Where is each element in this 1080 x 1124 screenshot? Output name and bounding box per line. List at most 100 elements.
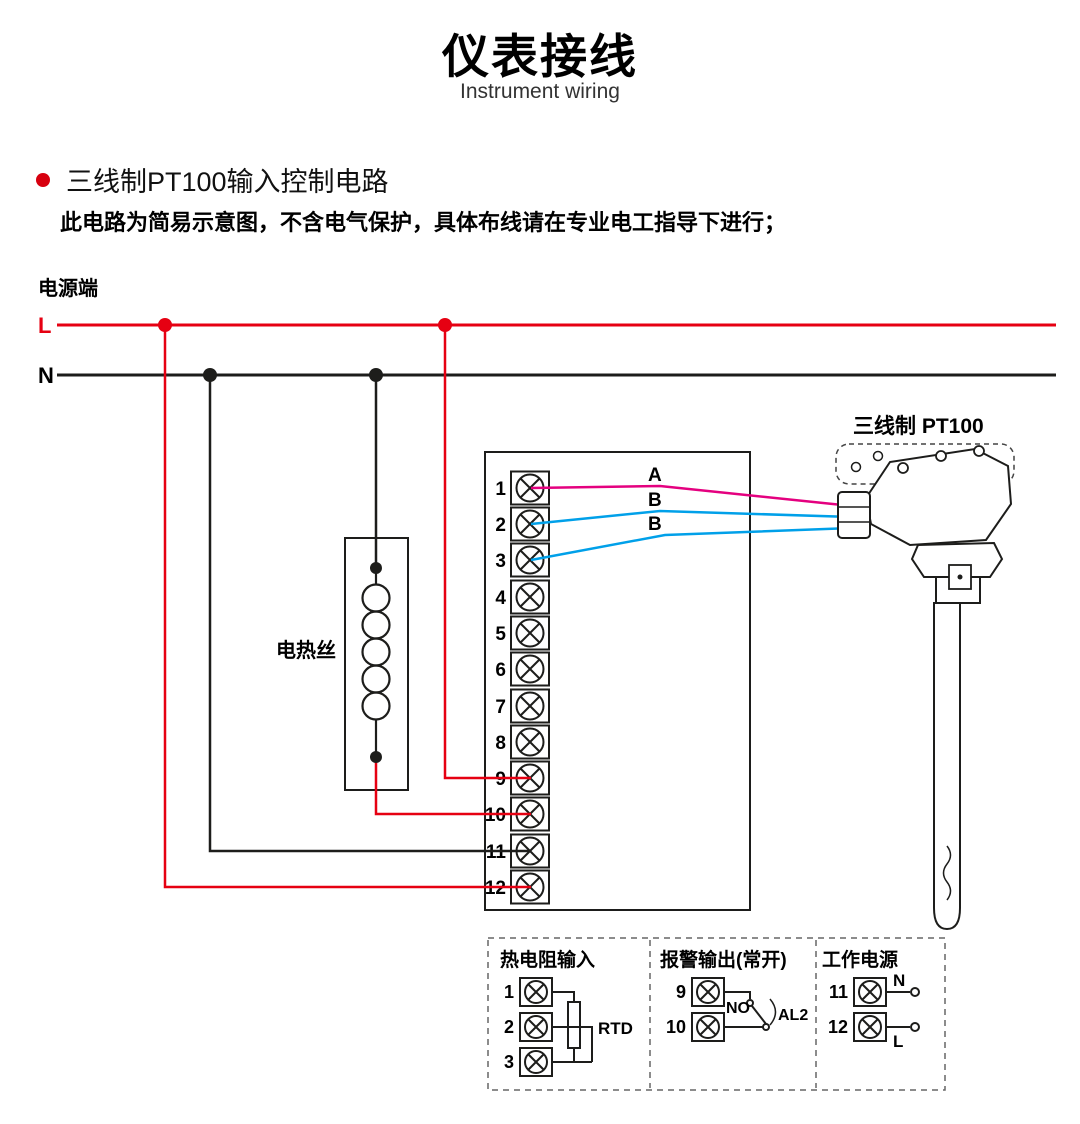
terminal-screw-icon: [853, 1012, 887, 1042]
open-terminal: [910, 987, 920, 997]
terminal-number: 12: [485, 878, 506, 899]
section-note: 此电路为简易示意图，不含电气保护，具体布线请在专业电工指导下进行；: [60, 210, 787, 235]
pt100-sensor: 三线制 PT100: [835, 414, 1015, 931]
section-title: 三线制PT100输入控制电路: [66, 167, 389, 197]
sensor-hex-nut: [910, 541, 1004, 578]
wire-l-to-terminal9: [443, 325, 531, 780]
wire-heater-to-terminal10: [374, 757, 531, 816]
terminal-screw-icon: [519, 977, 553, 1007]
terminal-number: 10: [666, 1017, 686, 1037]
junction-dots: [158, 318, 452, 763]
power-source-label: 电源端: [38, 277, 98, 300]
switch-contact: [746, 999, 754, 1007]
terminal-number: 11: [486, 842, 507, 863]
legend-alarm-title: 报警输出(常开): [660, 948, 787, 971]
alarm-wire-9: [724, 991, 751, 999]
terminal-number: 3: [504, 1052, 514, 1072]
n-label: N: [893, 971, 905, 990]
switch-contact: [762, 1023, 770, 1031]
terminal-screw-icon: [510, 724, 550, 760]
terminal-number: 9: [676, 982, 686, 1002]
l-label: L: [893, 1032, 903, 1051]
terminal-row: 11: [486, 833, 550, 869]
page-title: 仪表接线: [442, 30, 638, 83]
terminal-number: 2: [495, 515, 506, 536]
rtd-label: RTD: [598, 1019, 633, 1038]
al2-brace: [769, 998, 777, 1026]
sensor-cap-screw-icon: [872, 450, 884, 462]
terminal-row: 10: [485, 796, 550, 832]
switch-arm: [751, 1005, 767, 1025]
al2-label: AL2: [778, 1007, 808, 1024]
legend-working-power: 工作电源 11 12 N L: [822, 948, 920, 1051]
terminal-row: 2: [495, 506, 550, 542]
terminal-row: 5: [495, 615, 550, 651]
legend: 热电阻输入 1 2 3 RTD 报警输出(常开) 9 10: [487, 937, 946, 1091]
terminal-number: 1: [504, 982, 514, 1002]
rtd-resistor: [567, 1001, 581, 1049]
terminal-number: 9: [495, 769, 506, 790]
heater-label: 电热丝: [276, 638, 336, 662]
wire-n-to-terminal11: [208, 375, 531, 853]
sensor-wire-b2: [530, 526, 853, 562]
sensor-probe: [933, 602, 961, 931]
sensor-head-screw-icon: [973, 445, 985, 457]
terminal-row: 12: [485, 869, 550, 905]
sensor-head-screw-icon: [935, 450, 947, 462]
terminal-screw-icon: [691, 977, 725, 1007]
terminal-number: 5: [495, 624, 506, 645]
terminal-number: 12: [828, 1017, 848, 1037]
terminal-screw-icon: [691, 1012, 725, 1042]
open-terminal: [910, 1022, 920, 1032]
junction-dot-neutral: [203, 368, 217, 382]
terminal-number: 3: [495, 551, 506, 572]
sensor-label: 三线制 PT100: [853, 414, 984, 438]
sensor-cap-screw-icon: [850, 461, 862, 473]
line-l-label: L: [38, 313, 51, 338]
sensor-cable-gland: [837, 491, 871, 539]
wire-b1-label: B: [648, 490, 662, 511]
connection-wires: [163, 325, 853, 889]
section-heading: 三线制PT100输入控制电路: [36, 160, 389, 199]
terminal-number: 1: [495, 479, 506, 500]
rtd-wire-1: [552, 991, 575, 1002]
sensor-wire-b1: [530, 509, 853, 526]
terminal-screw-icon: [853, 977, 887, 1007]
legend-box: [487, 937, 946, 1091]
wire-a-label: A: [648, 465, 662, 486]
terminal-screw-icon: [510, 688, 550, 724]
terminal-row: 6: [495, 651, 550, 687]
no-label: NO: [726, 1000, 750, 1017]
sensor-wire-a: [530, 484, 853, 508]
heater-terminal-dot: [370, 751, 382, 763]
sensor-head: [864, 447, 1013, 547]
terminal-row: 1: [495, 470, 550, 506]
terminal-number: 11: [829, 982, 848, 1002]
terminal-screw-icon: [519, 1012, 553, 1042]
terminal-screw-icon: [519, 1047, 553, 1077]
junction-dot-live: [438, 318, 452, 332]
terminal-number: 2: [504, 1017, 514, 1037]
line-n-label: N: [38, 363, 54, 388]
sensor-fitting-dot: [957, 574, 963, 580]
terminal-row: 4: [495, 579, 550, 615]
sensor-head-screw-icon: [897, 462, 909, 474]
bullet-icon: [36, 172, 50, 187]
terminal-screw-icon: [510, 615, 550, 651]
terminal-number: 8: [495, 733, 506, 754]
terminal-strip: 1 2 3 4 5 6 7: [485, 470, 550, 905]
junction-dot-live: [158, 318, 172, 332]
page-subtitle: Instrument wiring: [460, 80, 620, 103]
terminal-screw-icon: [510, 542, 550, 578]
terminal-screw-icon: [510, 579, 550, 615]
legend-rtd-input: 热电阻输入 1 2 3 RTD: [500, 948, 633, 1077]
heater: 电热丝: [276, 537, 409, 791]
terminal-number: 6: [495, 660, 506, 681]
rtd-wire-2: [552, 1026, 593, 1062]
junction-dot-neutral: [369, 368, 383, 382]
legend-rtd-title: 热电阻输入: [500, 948, 595, 971]
wire-l-to-terminal12: [163, 325, 531, 889]
terminal-number: 7: [495, 697, 506, 718]
